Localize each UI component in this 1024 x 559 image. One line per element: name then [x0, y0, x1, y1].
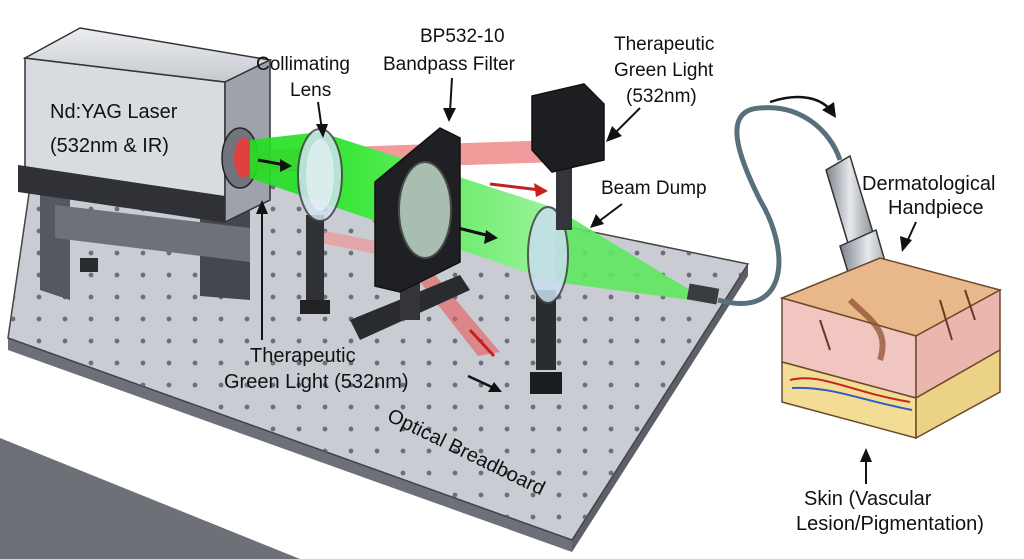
green-bottom-label-line2: Green Light (532nm) — [224, 371, 409, 393]
green-top-label-line3: (532nm) — [626, 86, 697, 107]
optical-fiber — [717, 105, 843, 306]
green-top-label-line1: Therapeutic — [614, 34, 714, 55]
beam-dump — [531, 83, 605, 230]
green-top-label-line2: Green Light — [614, 60, 714, 81]
beam-dump-label: Beam Dump — [601, 178, 707, 199]
nd-yag-laser — [18, 27, 273, 300]
focusing-lens — [527, 206, 569, 394]
laser-label-line1: Nd:YAG Laser — [50, 101, 178, 123]
handpiece-label-line2: Handpiece — [888, 197, 984, 219]
handpiece-label-line1: Dermatological — [862, 173, 995, 195]
skin-label-line1: Skin (Vascular — [804, 488, 932, 510]
laser-label-line2: (532nm & IR) — [50, 135, 169, 157]
collimating-label-line1: Collimating — [256, 54, 350, 75]
skin-label-line2: Lesion/Pigmentation) — [796, 513, 984, 535]
fiber-coupler — [686, 283, 720, 305]
collimating-label-line2: Lens — [290, 80, 331, 101]
skin-cross-section — [779, 257, 1003, 440]
green-bottom-label-line1: Therapeutic — [250, 345, 356, 367]
collimating-lens — [297, 128, 343, 314]
bandpass-filter — [350, 127, 470, 340]
filter-label-line2: Bandpass Filter — [383, 54, 516, 75]
filter-label-line1: BP532-10 — [420, 26, 505, 47]
ir-arrow — [489, 182, 541, 192]
floor-shadow — [0, 438, 300, 559]
ir-down-arrow — [468, 328, 496, 358]
